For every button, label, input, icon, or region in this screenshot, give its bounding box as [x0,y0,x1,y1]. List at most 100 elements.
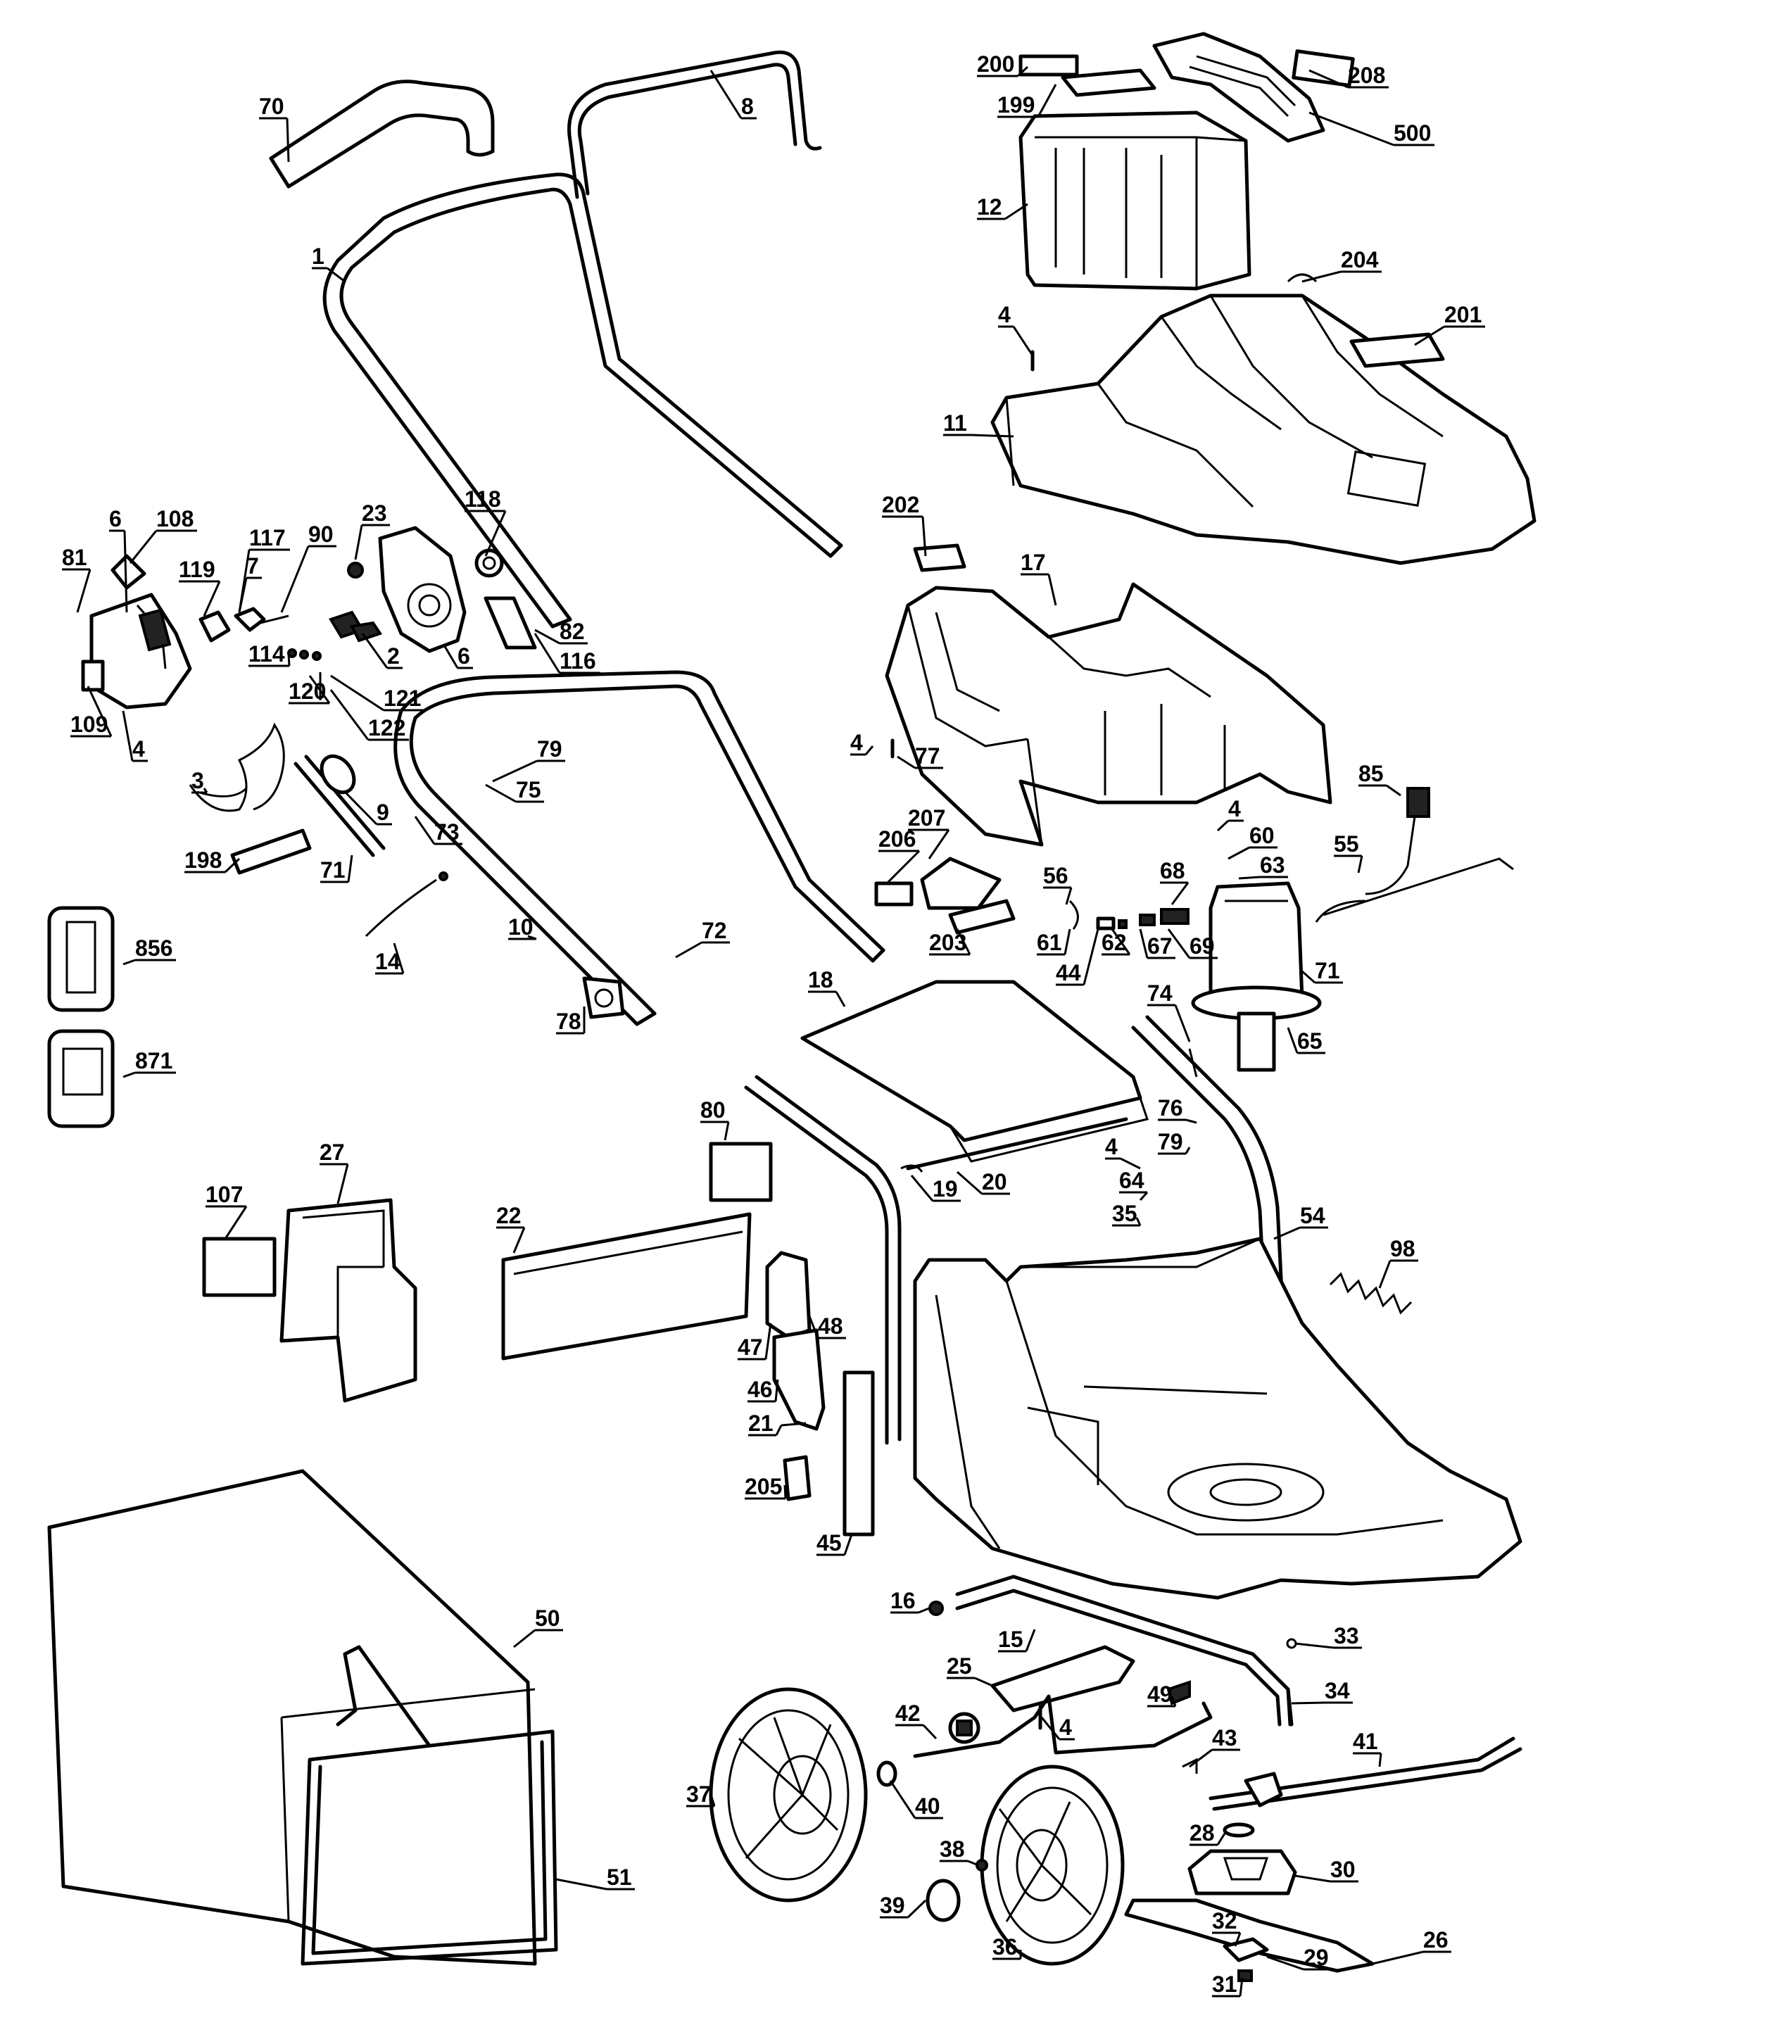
callout-label: 4 [1228,796,1241,821]
callout-leader-line [897,755,916,769]
callout-label: 56 [1043,863,1068,888]
callout-leader-line [1301,970,1315,984]
callout-label: 25 [947,1653,972,1679]
callout-80: 80 [700,1097,730,1141]
callout-leader-line [1120,1157,1141,1170]
callout-leader-line [1111,928,1131,955]
callout-leader-line [484,510,507,557]
callout-leader-line [329,689,370,740]
spring-part-19 [900,1164,923,1173]
callout-leader-line [1216,1833,1226,1846]
callout-label: 51 [607,1865,632,1890]
callout-31: 31 [1212,1972,1244,1998]
callout-leader-line [1185,1147,1191,1154]
screw-part-21 [781,1422,807,1427]
motor-wires-part-85 [1315,787,1514,923]
label-part-200 [1018,54,1079,77]
callout-leader-line [1294,1642,1334,1649]
callout-label: 15 [998,1627,1023,1652]
callout-label: 122 [368,715,405,740]
callout-label: 119 [179,557,215,582]
callout-79: 79 [1158,1129,1191,1155]
callout-20: 20 [957,1169,1010,1195]
callout-19: 19 [910,1175,961,1202]
callout-label: 71 [1315,958,1340,983]
callout-85: 85 [1358,761,1401,797]
callout-leader-line [238,577,248,613]
callout-63: 63 [1238,852,1288,880]
callout-76: 76 [1158,1095,1197,1124]
callout-label: 6 [109,506,122,531]
callout-label: 74 [1147,980,1173,1006]
callout-label: 4 [850,730,863,755]
callout-leader-line [1234,1932,1242,1947]
callout-leader-line [203,788,208,793]
callout-label: 22 [496,1203,522,1228]
flap-part-22 [501,1212,752,1361]
callout-leader-line [1012,326,1034,356]
callout-leader-line [956,928,971,955]
callout-label: 205 [745,1474,782,1499]
callout-leader-line [1294,1874,1331,1883]
callout-205: 205 [745,1474,787,1500]
callout-leader-line [675,941,702,959]
callout-label: 70 [259,94,284,119]
callout-leader-line [864,745,874,755]
callout-69: 69 [1167,928,1218,959]
callout-label: 16 [890,1588,916,1613]
callout-4: 4 [122,710,148,762]
callout-label: 72 [702,918,727,943]
callout-33: 33 [1294,1623,1362,1649]
callout-48: 48 [808,1313,846,1339]
callout-label: 9 [377,800,389,825]
callout-label: 48 [818,1313,843,1339]
label-part-199 [1061,68,1156,97]
callout-label: 46 [747,1377,773,1402]
callout-leader-line [354,524,363,560]
callout-leader-line [308,675,331,704]
callout-leader-line [1308,111,1394,146]
callout-leader-line [555,1878,607,1891]
callout-leader-line [286,118,290,163]
labels-parts-206-207-203 [874,857,1016,935]
callout-122: 122 [329,689,409,741]
callout-leader-line [343,790,378,826]
callout-leader-line [922,1724,938,1740]
bolt-part-31 [1237,1969,1253,1982]
callout-leader-line [327,267,346,283]
callout-56: 56 [1043,863,1073,905]
callout-62: 62 [1102,928,1131,956]
callout-leader-line [534,629,560,645]
callout-label: 71 [320,857,346,883]
washer-part-16 [928,1601,944,1616]
cap-part-39 [926,1879,961,1922]
callout-label: 116 [560,648,596,674]
callout-leader-line [724,1121,730,1141]
callout-leader-line [123,530,128,613]
callout-856: 856 [122,935,176,966]
callout-42: 42 [895,1701,938,1740]
callout-6: 6 [109,506,128,613]
callout-leader-line [1189,1748,1213,1768]
callout-73: 73 [414,816,462,845]
callout-8: 8 [709,70,757,120]
callout-label: 198 [184,847,222,873]
callout-34: 34 [1291,1678,1353,1705]
callout-61: 61 [1037,928,1071,956]
wheel-part-37 [709,1687,868,1903]
callout-35: 35 [1112,1201,1142,1227]
callout-leader-line [928,829,950,859]
cord-part-14 [365,871,448,938]
callout-leader-line [835,991,846,1007]
callout-label: 64 [1119,1168,1144,1193]
callout-label: 28 [1190,1820,1215,1846]
callout-label: 4 [1105,1134,1118,1159]
callout-18: 18 [808,967,846,1007]
callout-29: 29 [1266,1945,1332,1971]
callout-label: 201 [1444,302,1482,327]
callout-26: 26 [1372,1927,1451,1965]
callout-label: 21 [748,1411,774,1436]
callout-label: 47 [738,1335,763,1360]
callout-15: 15 [998,1627,1036,1653]
